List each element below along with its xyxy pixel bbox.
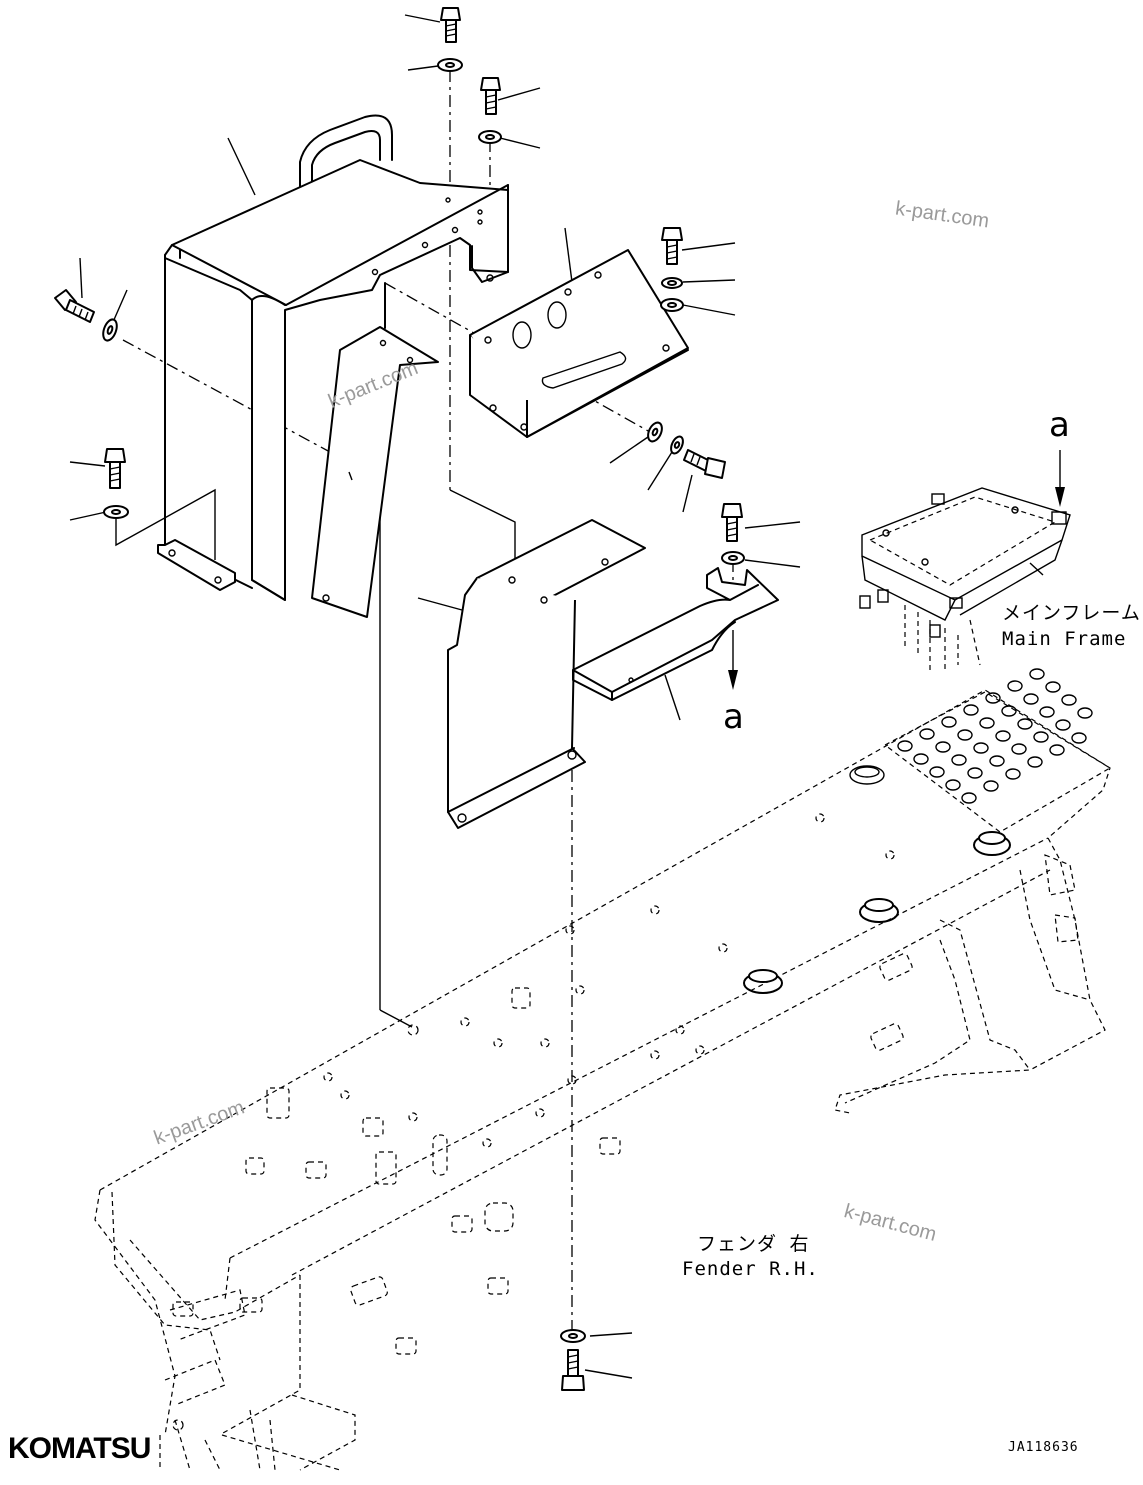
checker-hole bbox=[967, 767, 983, 779]
ref-a-lower: a bbox=[723, 697, 744, 737]
bolt-left-1 bbox=[54, 289, 95, 323]
checker-hole bbox=[1027, 756, 1043, 768]
washer-mid-2 bbox=[670, 435, 684, 455]
fender-rh bbox=[94, 689, 1112, 1471]
checker-hole bbox=[957, 729, 973, 741]
flat-plate bbox=[572, 567, 779, 701]
checker-hole bbox=[985, 692, 1001, 704]
checker-hole bbox=[897, 740, 913, 752]
bolt-right-1 bbox=[661, 227, 683, 265]
bolt-bottom bbox=[561, 1349, 585, 1391]
checker-hole bbox=[941, 716, 957, 728]
checker-hole bbox=[1001, 705, 1017, 717]
washer-bottom bbox=[560, 1329, 586, 1343]
washer-mid-1 bbox=[647, 421, 663, 443]
checker-hole bbox=[995, 730, 1011, 742]
checker-hole bbox=[979, 717, 995, 729]
washer-top-2 bbox=[478, 130, 502, 144]
bolt-mid bbox=[683, 449, 726, 479]
checker-hole bbox=[1071, 732, 1087, 744]
checker-hole bbox=[973, 742, 989, 754]
vertical-strap bbox=[311, 282, 439, 618]
checker-hole bbox=[1023, 693, 1039, 705]
checker-hole bbox=[1055, 719, 1071, 731]
checker-hole bbox=[1061, 694, 1077, 706]
bolt-top-1 bbox=[440, 7, 461, 43]
checker-hole bbox=[989, 755, 1005, 767]
drawing-code: JA118636 bbox=[1008, 1440, 1079, 1455]
checker-hole bbox=[1033, 731, 1049, 743]
checker-hole bbox=[935, 741, 951, 753]
checker-hole bbox=[963, 704, 979, 716]
main-frame-inset bbox=[859, 487, 1071, 670]
checker-hole bbox=[1029, 668, 1045, 680]
checker-hole bbox=[951, 754, 967, 766]
fender-jp-label: フェンダ 右 bbox=[697, 1233, 810, 1255]
bolt-right-2 bbox=[721, 503, 743, 542]
checker-hole bbox=[1077, 707, 1093, 719]
washer-left-2 bbox=[103, 505, 129, 519]
washer-left-1 bbox=[102, 318, 118, 342]
checker-hole bbox=[945, 779, 961, 791]
checker-hole bbox=[1005, 768, 1021, 780]
main-frame-en-label: Main Frame bbox=[1002, 628, 1127, 650]
checker-hole bbox=[983, 780, 999, 792]
checker-hole bbox=[1011, 743, 1027, 755]
checker-hole bbox=[919, 728, 935, 740]
checker-hole bbox=[1039, 706, 1055, 718]
washer-top-1 bbox=[437, 58, 463, 72]
support-bracket bbox=[447, 519, 646, 829]
ref-arrows bbox=[728, 450, 1065, 690]
bolt-top-2 bbox=[480, 77, 501, 115]
bolt-left-2 bbox=[104, 448, 126, 489]
checker-hole bbox=[1007, 680, 1023, 692]
leader-lines bbox=[69, 14, 1044, 1379]
fender-en-label: Fender R.H. bbox=[682, 1258, 819, 1280]
checker-hole bbox=[1017, 718, 1033, 730]
checker-hole bbox=[961, 792, 977, 804]
washer-right bbox=[660, 298, 684, 312]
box-housing bbox=[157, 114, 509, 601]
checker-hole bbox=[1049, 744, 1065, 756]
checker-hole bbox=[929, 766, 945, 778]
checker-hole bbox=[913, 753, 929, 765]
washer-right-2 bbox=[721, 551, 745, 565]
main-frame-jp-label: メインフレーム bbox=[1002, 602, 1141, 624]
checker-holes bbox=[897, 668, 1093, 804]
ref-a-upper: a bbox=[1049, 405, 1070, 445]
checker-hole bbox=[1045, 681, 1061, 693]
mounting-bracket bbox=[469, 249, 689, 438]
fender-mounts bbox=[172, 765, 1011, 1431]
nut-right bbox=[661, 277, 683, 289]
komatsu-logo: KOMATSU bbox=[8, 1432, 151, 1465]
